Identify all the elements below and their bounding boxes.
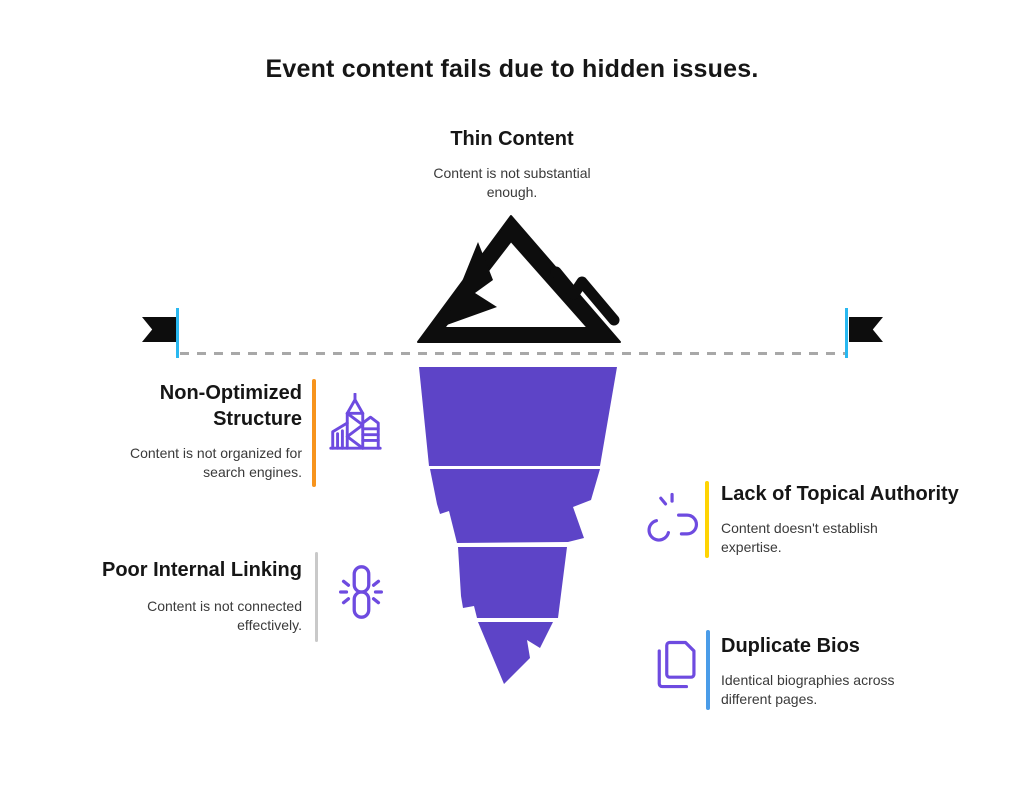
- accent-bar: [705, 481, 709, 558]
- issue-heading: Lack of Topical Authority: [721, 483, 959, 505]
- issue-heading: Poor Internal Linking: [101, 559, 302, 581]
- accent-bar: [706, 630, 710, 710]
- chain-link-icon: [339, 565, 383, 619]
- issue-non-optimized-structure: Non-Optimized Structure Content is not o…: [112, 381, 302, 482]
- iceberg-segment: [458, 547, 567, 618]
- accent-bar: [312, 379, 316, 487]
- mountain-icon: [417, 215, 621, 343]
- surface-issue-description: Content is not substantial enough.: [433, 165, 591, 201]
- surface-issue-heading: Thin Content: [450, 128, 574, 150]
- issue-heading: Non-Optimized Structure: [159, 382, 302, 430]
- issue-duplicate-bios: Duplicate Bios Identical biographies acr…: [721, 634, 961, 709]
- issue-description: Content is not connected effectively.: [147, 597, 302, 633]
- issue-description: Content doesn't establish expertise.: [721, 519, 878, 555]
- waterline-dashed-line: [180, 352, 846, 355]
- surface-issue-block: Thin Content Content is not substantial …: [362, 128, 662, 203]
- iceberg-segment: [419, 367, 617, 466]
- flag-pole: [845, 308, 848, 358]
- broken-link-icon: [647, 492, 699, 542]
- right-flag-icon: [845, 308, 885, 358]
- flag-banner: [849, 317, 883, 342]
- issue-poor-internal-linking: Poor Internal Linking Content is not con…: [82, 558, 302, 635]
- issue-description: Content is not organized for search engi…: [130, 445, 302, 481]
- duplicate-pages-icon: [657, 640, 696, 689]
- flag-banner: [142, 317, 176, 342]
- iceberg-segment: [430, 469, 600, 543]
- left-flag-icon: [142, 308, 182, 358]
- building-structure-icon: [329, 393, 382, 450]
- flag-pole: [176, 308, 179, 358]
- issue-lack-of-topical-authority: Lack of Topical Authority Content doesn'…: [721, 482, 981, 557]
- issue-heading: Duplicate Bios: [721, 635, 860, 657]
- accent-bar: [315, 552, 318, 642]
- issue-description: Identical biographies across different p…: [721, 671, 895, 707]
- page-title: Event content fails due to hidden issues…: [265, 55, 759, 83]
- iceberg-segment: [478, 622, 553, 684]
- iceberg-below-water: [419, 367, 617, 684]
